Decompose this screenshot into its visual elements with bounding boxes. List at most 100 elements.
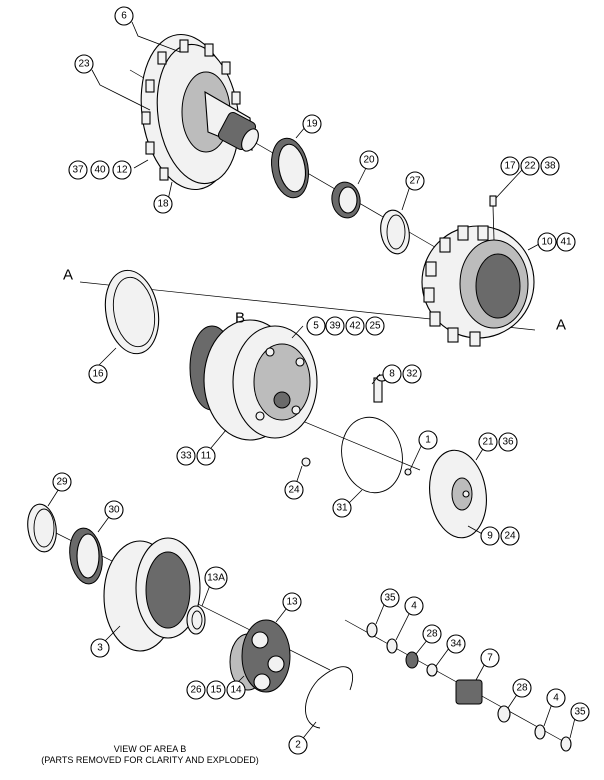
- callout-39: 39: [325, 316, 345, 336]
- callout-28-upper: 28: [422, 624, 442, 644]
- callout-label: 10: [541, 237, 553, 248]
- callout-label: 2: [295, 740, 301, 751]
- callout-6: 6: [114, 6, 134, 26]
- callout-20: 20: [359, 150, 379, 170]
- bearing-19: [271, 137, 309, 199]
- bearing-20: [331, 181, 361, 219]
- callout-2: 2: [288, 735, 308, 755]
- callout-35-lower: 35: [570, 702, 590, 722]
- callout-label: 41: [560, 237, 572, 248]
- caption-line-1: VIEW OF AREA B: [114, 744, 187, 754]
- section-letter-a-left: A: [63, 267, 73, 284]
- seal-16: [104, 269, 160, 355]
- callout-label: 37: [72, 165, 84, 176]
- callout-15: 15: [206, 680, 226, 700]
- callout-label: 29: [56, 477, 68, 488]
- callout-label: 33: [180, 451, 192, 462]
- callout-label: 19: [306, 119, 318, 130]
- callout-label: 1: [425, 435, 431, 446]
- callout-29: 29: [52, 472, 72, 492]
- small-parts-stack: [366, 622, 572, 752]
- callout-9: 9: [480, 526, 500, 546]
- callout-label: 12: [116, 165, 128, 176]
- callout-13: 13: [282, 592, 302, 612]
- callout-label: 38: [544, 161, 556, 172]
- callout-label: 35: [574, 707, 586, 718]
- spindle-hub: [140, 33, 259, 191]
- callout-4-upper: 4: [404, 596, 424, 616]
- callout-42: 42: [345, 316, 365, 336]
- callout-label: 5: [313, 321, 319, 332]
- callout-19: 19: [302, 114, 322, 134]
- callout-31: 31: [332, 498, 352, 518]
- callout-3: 3: [90, 638, 110, 658]
- planetary-carrier: [189, 319, 318, 441]
- callout-34: 34: [446, 634, 466, 654]
- callout-label: 6: [121, 11, 127, 22]
- callout-label: 9: [487, 531, 493, 542]
- callout-label: 23: [78, 59, 90, 70]
- callout-38: 38: [540, 156, 560, 176]
- plug-17: [489, 195, 497, 241]
- callout-28-lower: 28: [512, 678, 532, 698]
- callout-26: 26: [186, 680, 206, 700]
- callout-label: 40: [94, 165, 106, 176]
- callout-label: 13A: [207, 573, 225, 584]
- callout-41: 41: [556, 232, 576, 252]
- callout-7: 7: [480, 648, 500, 668]
- seal-29: [27, 503, 57, 553]
- section-letter-b: B: [235, 310, 245, 327]
- callout-13a: 13A: [204, 566, 228, 590]
- seal-30: [69, 527, 103, 585]
- gear-cluster-13: [229, 619, 291, 693]
- callout-27: 27: [405, 171, 425, 191]
- callout-24-lower: 24: [500, 526, 520, 546]
- gasket-31: [341, 416, 403, 494]
- callout-label: 14: [230, 685, 242, 696]
- callout-label: 25: [369, 321, 381, 332]
- callout-22: 22: [520, 156, 540, 176]
- callout-33: 33: [176, 446, 196, 466]
- callout-17: 17: [500, 156, 520, 176]
- callout-8: 8: [382, 364, 402, 384]
- bearing-13a: [186, 605, 206, 635]
- callout-label: 24: [504, 531, 516, 542]
- callout-label: 31: [336, 503, 348, 514]
- callout-23: 23: [74, 54, 94, 74]
- callout-35-upper: 35: [380, 588, 400, 608]
- callout-label: 7: [487, 653, 493, 664]
- callout-label: 3: [97, 643, 103, 654]
- callout-label: 42: [349, 321, 361, 332]
- callout-30: 30: [104, 500, 124, 520]
- callout-label: 20: [363, 155, 375, 166]
- callout-label: 21: [482, 437, 494, 448]
- section-letter-a-right: A: [556, 317, 566, 334]
- plug-24: [301, 457, 311, 467]
- callout-14: 14: [226, 680, 246, 700]
- callout-label: 28: [516, 683, 528, 694]
- hub-bolts: [141, 39, 241, 181]
- callout-25: 25: [365, 316, 385, 336]
- snap-ring-2: [305, 666, 353, 729]
- callout-label: 13: [286, 597, 298, 608]
- callout-label: 26: [190, 685, 202, 696]
- callout-label: 4: [411, 601, 417, 612]
- callout-label: 35: [384, 593, 396, 604]
- callout-label: 27: [409, 176, 421, 187]
- callout-label: 36: [502, 437, 514, 448]
- callout-21: 21: [478, 432, 498, 452]
- callout-40: 40: [90, 160, 110, 180]
- callout-label: 28: [426, 629, 438, 640]
- cover-21: [429, 449, 487, 539]
- callout-24-upper: 24: [284, 480, 304, 500]
- callout-label: 8: [389, 369, 395, 380]
- caption-line-2: (PARTS REMOVED FOR CLARITY AND EXPLODED): [41, 755, 259, 765]
- callout-label: 32: [406, 369, 418, 380]
- callout-11: 11: [196, 446, 216, 466]
- callout-label: 16: [92, 369, 104, 380]
- seal-ring-27: [380, 209, 410, 255]
- callout-label: 15: [210, 685, 222, 696]
- callout-4-lower: 4: [546, 688, 566, 708]
- callout-18: 18: [153, 194, 173, 214]
- callout-label: 4: [553, 693, 559, 704]
